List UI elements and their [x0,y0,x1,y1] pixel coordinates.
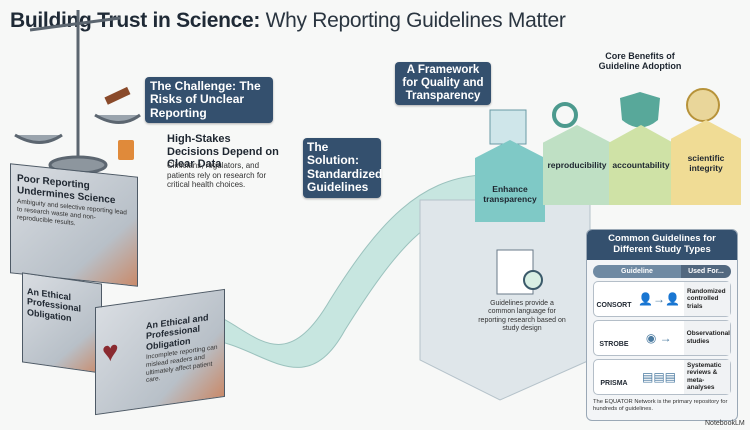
broken-heart-icon: ♥ [102,334,119,369]
gears-icon [552,102,578,128]
magnifier-icon [523,270,543,290]
guidelines-footer: The EQUATOR Network is the primary repos… [593,398,728,412]
dna-compass-icon [686,88,720,122]
benefit-transparency: Enhance transparency [475,140,545,222]
gavel-icon [104,86,131,105]
challenge-body: Clinicians, regulators, and patients rel… [167,161,267,190]
table-row: PRISMA▤▤▤Systematic reviews & meta-analy… [593,358,731,395]
guidelines-table: Common Guidelines for Different Study Ty… [586,229,738,421]
people-arrow-icon: 👤→👤 [638,291,680,306]
guidelines-title: Common Guidelines for Different Study Ty… [587,230,737,260]
col-used-for: Used For... [681,264,731,278]
ethical-back-block: An Ethical Professional Obligation [22,272,102,374]
benefits-title: Core Benefits of Guideline Adoption [598,51,682,72]
challenge-label: The Challenge: The Risks of Unclear Repo… [145,77,273,124]
page-title: Building Trust in Science: Why Reporting… [10,9,566,32]
benefit-integrity: scientific integrity [671,120,741,205]
pill-bottle-icon [118,140,134,160]
framework-center-text: Guidelines provide a common language for… [478,300,566,333]
col-guideline: Guideline [593,264,681,278]
benefit-reproducibility: reproducibility [543,125,611,205]
transparency-cube-icon [489,109,527,145]
table-row: STROBE◉ →Observational studies [593,319,731,356]
table-row: CONSORT👤→👤Randomized controlled trials [593,280,731,317]
challenge-heading: High-Stakes Decisions Depend on Clear Da… [167,133,279,171]
table-header: Guideline Used For... [593,264,731,278]
notebooklm-watermark: NotebookLM [705,420,745,427]
ethical-front-block: ♥ An Ethical and Professional Obligation… [95,288,225,416]
shield-check-icon [620,92,660,128]
eye-icon: ◉ → [645,330,672,345]
framework-label: A Framework for Quality and Transparency [395,62,491,105]
benefit-accountability: accountability [609,125,673,205]
poor-reporting-block: Poor Reporting Undermines Science Ambigu… [10,163,138,287]
solution-label: The Solution: Standardized Guidelines [303,138,382,198]
ethical-back-heading: An Ethical Professional Obligation [27,286,82,324]
documents-icon: ▤▤▤ [641,369,676,384]
